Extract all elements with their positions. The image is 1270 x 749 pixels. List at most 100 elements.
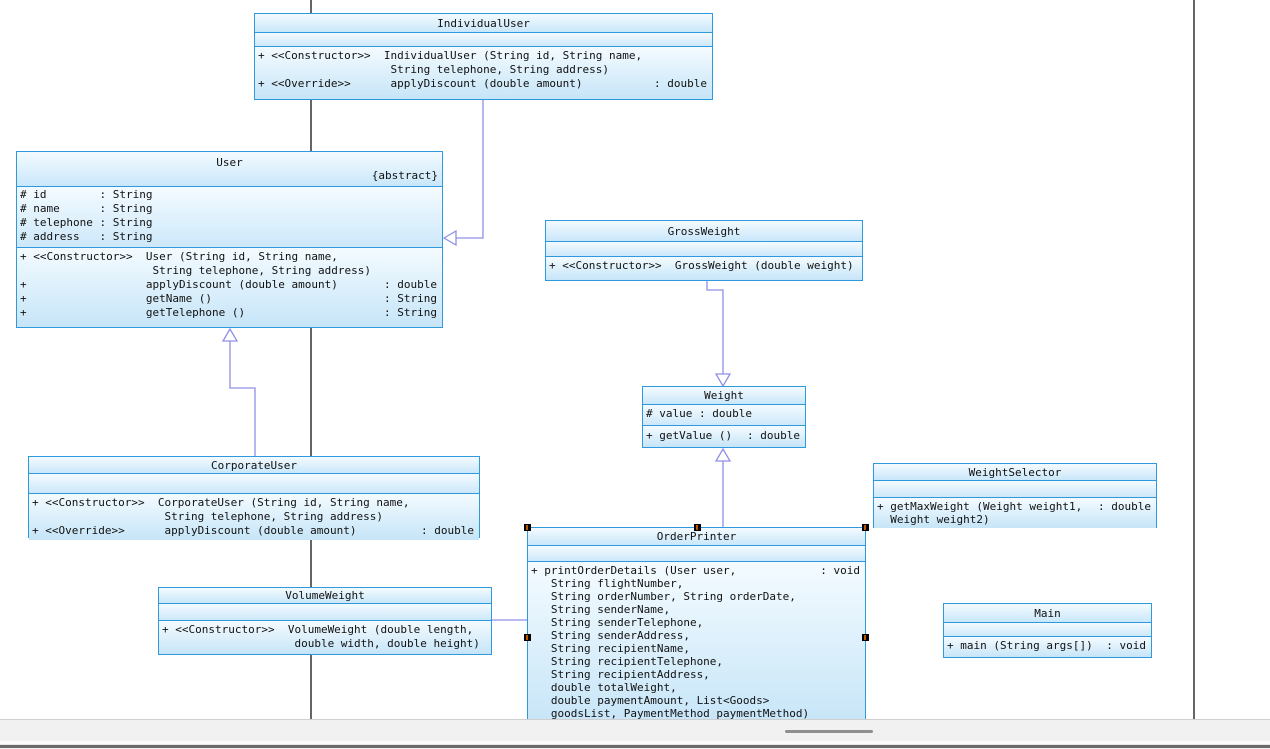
member-line: + <<Constructor>> CorporateUser (String … [32,496,476,510]
member-line: Weight weight2) [877,513,1153,526]
member-text: + getTelephone () [20,306,246,319]
member-text: double totalWeight, [531,681,677,694]
selection-handle-mid-left[interactable] [524,634,531,641]
connector-corporateuser-extends-user[interactable] [221,327,256,456]
member-return-type: : double [654,77,707,90]
member-line: double totalWeight, [531,681,862,694]
member-return-type: : double [421,524,474,537]
member-line: + getName () : String [20,292,439,306]
member-line: + main (String args[]) : void [947,639,1148,653]
member-text: + <<Constructor>> User (String id, Strin… [20,250,338,263]
member-line: # value : double [646,406,802,421]
class-header: CorporateUser [29,457,479,474]
window-bottom-highlight [0,741,1270,744]
member-line: + printOrderDetails (User user, : void [531,564,862,577]
operations-compartment: + main (String args[]) : void [944,637,1151,657]
member-text: goodsList, PaymentMethod paymentMethod) [531,707,810,719]
class-box-main[interactable]: Main + main (String args[]) : void [943,603,1152,658]
class-box-volume-weight[interactable]: VolumeWeight + <<Constructor>> VolumeWeig… [158,587,492,655]
class-name: WeightSelector [968,465,1062,479]
class-box-gross-weight[interactable]: GrossWeight + <<Constructor>> GrossWeight… [545,220,863,281]
member-line: # address : String [20,230,439,244]
member-text: + getName () [20,292,213,305]
member-line: String senderName, [531,603,862,616]
member-text: String recipientTelephone, [531,655,724,668]
class-header: Weight [643,387,805,405]
selection-handle-mid-right[interactable] [862,634,869,641]
member-text: + <<Constructor>> CorporateUser (String … [32,496,410,509]
class-name: CorporateUser [210,458,298,472]
operations-compartment: + <<Constructor>> IndividualUser (String… [255,47,712,99]
member-line: goodsList, PaymentMethod paymentMethod) [531,707,862,719]
class-box-corporate-user[interactable]: CorporateUser + <<Constructor>> Corporate… [28,456,480,540]
class-header: VolumeWeight [159,588,491,604]
class-box-individual-user[interactable]: IndividualUser + <<Constructor>> Individu… [254,13,713,100]
operations-compartment: + getValue (): double [643,426,805,447]
member-line: String orderNumber, String orderDate, [531,590,862,603]
member-line: double paymentAmount, List<Goods> [531,694,862,707]
member-line: + <<Constructor>> User (String id, Strin… [20,250,439,264]
member-line: + <<Override>> applyDiscount (double amo… [32,524,476,538]
attributes-compartment [255,33,712,47]
connector-grossweight-to-weight[interactable] [706,281,732,388]
member-return-type: : void [1106,639,1146,652]
member-return-type: : String [384,292,437,305]
attributes-compartment [944,623,1151,637]
member-line: String recipientAddress, [531,668,862,681]
member-line: String telephone, String address) [20,264,439,278]
member-text: String recipientAddress, [531,668,710,681]
selection-handle-top-center[interactable] [693,524,701,531]
class-header: IndividualUser [255,14,712,33]
member-return-type: : double [384,278,437,291]
generalization-arrowhead-icon [714,447,732,462]
diagram-canvas[interactable]: IndividualUser + <<Constructor>> Individu… [0,0,1270,719]
selection-handle-top-right[interactable] [862,524,869,531]
member-text: + printOrderDetails (User user, [531,564,737,577]
member-text: + main (String args[]) [947,639,1093,652]
connector-individualuser-extends-user[interactable] [442,99,484,247]
class-box-order-printer[interactable]: OrderPrinter+ printOrderDetails (User us… [527,527,866,719]
member-return-type: : void [820,564,860,577]
class-name: IndividualUser [437,16,530,30]
selection-handle-top-left[interactable] [524,524,531,531]
class-box-weight[interactable]: Weight # value : double + getValue (): dou… [642,386,806,448]
member-text: + <<Constructor>> VolumeWeight (double l… [162,623,474,636]
attributes-compartment [546,242,862,257]
member-text: Weight weight2) [877,513,990,526]
attributes-compartment [874,481,1156,498]
class-name: GrossWeight [667,224,741,238]
member-text: # telephone : String [20,216,153,229]
member-text: String orderNumber, String orderDate, [531,590,796,603]
member-line: + <<Constructor>> IndividualUser (String… [258,49,709,63]
member-text: String senderAddress, [531,629,690,642]
member-line: # name : String [20,202,439,216]
member-text: String telephone, String address) [32,510,383,523]
member-text: + getValue () [646,429,733,442]
member-line: + <<Constructor>> GrossWeight (double we… [549,259,859,273]
member-line: String recipientTelephone, [531,655,862,668]
member-line: + getValue (): double [646,428,802,443]
member-line: String flightNumber, [531,577,862,590]
member-text: + <<Override>> applyDiscount (double amo… [32,524,357,537]
horizontal-scrollbar-thumb[interactable] [785,730,873,733]
generalization-arrowhead-icon [442,229,457,247]
class-box-weight-selector[interactable]: WeightSelector + getMaxWeight (Weight wei… [873,463,1157,528]
class-name: Main [1034,606,1061,620]
member-text: + getMaxWeight (Weight weight1, [877,500,1083,513]
member-text: + <<Override>> applyDiscount (double amo… [258,77,583,90]
generalization-arrowhead-icon [714,373,732,388]
class-box-user[interactable]: User{abstract}# id : String# name : Stri… [16,151,443,328]
operations-compartment: + <<Constructor>> VolumeWeight (double l… [159,621,491,654]
member-text: # value : double [646,407,752,420]
attributes-compartment: # id : String# name : String# telephone … [17,187,442,248]
member-text: String recipientName, [531,642,690,655]
member-text: String flightNumber, [531,577,684,590]
class-header: GrossWeight [546,221,862,242]
member-line: double width, double height) [162,637,488,651]
member-text: # name : String [20,202,153,215]
connector-orderprinter-to-weight[interactable] [714,447,732,527]
operations-compartment: + getMaxWeight (Weight weight1,: double … [874,498,1156,528]
member-text: # id : String [20,188,153,201]
abstract-tag: {abstract} [371,169,438,182]
attributes-compartment [159,604,491,621]
